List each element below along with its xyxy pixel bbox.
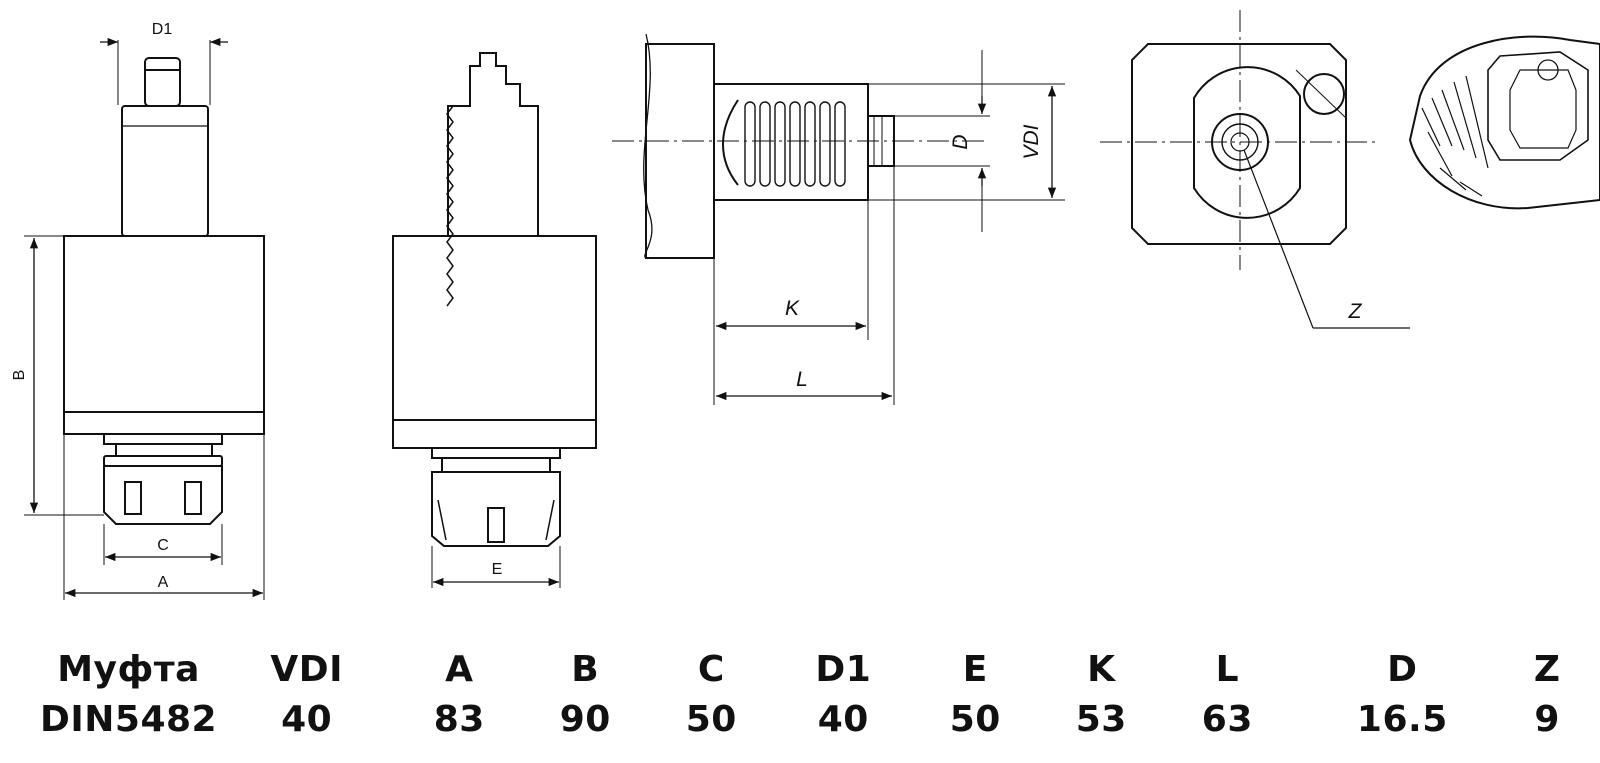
value-cell-c: 50 bbox=[685, 699, 737, 740]
header-cell-d1: D1 bbox=[815, 649, 872, 690]
dim-label-d: D bbox=[949, 134, 972, 149]
front-view bbox=[24, 37, 265, 600]
value-cell-e: 50 bbox=[949, 699, 1001, 740]
value-cell-coupling: DIN5482 bbox=[40, 699, 218, 740]
value-cell-d: 16.5 bbox=[1356, 699, 1448, 740]
dim-label-e: E bbox=[492, 561, 503, 578]
dim-label-c: C bbox=[157, 537, 169, 554]
value-cell-l: 63 bbox=[1201, 699, 1253, 740]
value-cell-z: 9 bbox=[1534, 699, 1560, 740]
header-cell-c: C bbox=[697, 649, 725, 690]
value-cell-a: 83 bbox=[433, 699, 485, 740]
table-value-row: DIN5482 40 83 90 50 40 50 53 63 16.5 9 bbox=[40, 695, 1580, 745]
header-cell-b: B bbox=[571, 649, 600, 690]
isometric-view bbox=[1408, 35, 1600, 210]
table-header-row: Муфта VDI A B C D1 E K L D Z bbox=[40, 645, 1580, 695]
dim-label-z: Z bbox=[1348, 300, 1363, 323]
value-cell-b: 90 bbox=[559, 699, 611, 740]
header-cell-e: E bbox=[962, 649, 988, 690]
value-cell-vdi: 40 bbox=[281, 699, 333, 740]
header-cell-vdi: VDI bbox=[270, 649, 343, 690]
header-cell-d: D bbox=[1387, 649, 1418, 690]
spec-table: Муфта VDI A B C D1 E K L D Z DIN5482 40 … bbox=[40, 645, 1580, 745]
dim-label-l: L bbox=[796, 368, 808, 391]
dim-label-k: K bbox=[785, 297, 800, 320]
end-view bbox=[1100, 10, 1410, 329]
dim-label-b: B bbox=[11, 370, 28, 381]
dim-label-d1: D1 bbox=[152, 21, 173, 38]
side-view bbox=[392, 52, 597, 588]
value-cell-d1: 40 bbox=[817, 699, 869, 740]
technical-drawing: D1 B C A E bbox=[11, 10, 1600, 600]
dim-label-vdi: VDI bbox=[1020, 124, 1043, 159]
header-cell-k: K bbox=[1087, 649, 1116, 690]
value-cell-k: 53 bbox=[1075, 699, 1127, 740]
section-view bbox=[612, 33, 1065, 405]
header-cell-z: Z bbox=[1533, 649, 1561, 690]
header-cell-a: A bbox=[445, 649, 474, 690]
header-cell-coupling: Муфта bbox=[57, 649, 200, 690]
header-cell-l: L bbox=[1215, 649, 1240, 690]
dim-label-a: A bbox=[158, 574, 169, 591]
